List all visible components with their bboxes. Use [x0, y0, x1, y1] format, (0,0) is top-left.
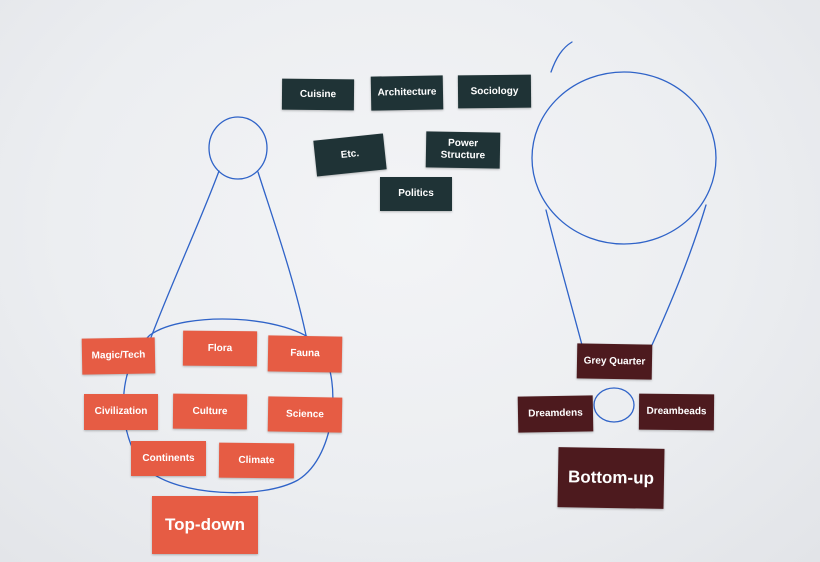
top-down-large-ellipse [122, 318, 334, 494]
bottom-up-small-circle [593, 387, 635, 423]
card-top-down: Top-down [152, 496, 258, 554]
card-civilization: Civilization [84, 394, 158, 430]
bottom-up-cone-right [651, 204, 707, 346]
bottom-up-large-circle [531, 71, 717, 245]
card-dreambeads: Dreambeads [638, 393, 715, 431]
card-continents: Continents [131, 441, 206, 476]
card-power-structure: Power Structure [425, 131, 501, 169]
card-bottom-up: Bottom-up [557, 447, 665, 509]
card-sociology: Sociology [457, 74, 532, 109]
card-dreamdens: Dreamdens [517, 395, 594, 433]
top-down-small-circle [208, 116, 268, 180]
card-grey-quarter: Grey Quarter [576, 343, 653, 380]
card-cuisine: Cuisine [281, 78, 355, 111]
top-down-cone-left [149, 170, 220, 341]
top-down-cone-right [257, 171, 308, 341]
card-culture: Culture [172, 393, 248, 430]
card-politics: Politics [380, 177, 452, 211]
card-architecture: Architecture [370, 75, 444, 111]
bottom-up-mark [550, 41, 573, 73]
bottom-up-cone-left [545, 209, 583, 346]
card-etc: Etc. [313, 133, 387, 177]
card-climate: Climate [218, 442, 295, 479]
card-magic-tech: Magic/Tech [81, 337, 156, 375]
card-flora: Flora [182, 330, 258, 367]
card-science: Science [267, 396, 343, 433]
card-fauna: Fauna [267, 335, 343, 373]
